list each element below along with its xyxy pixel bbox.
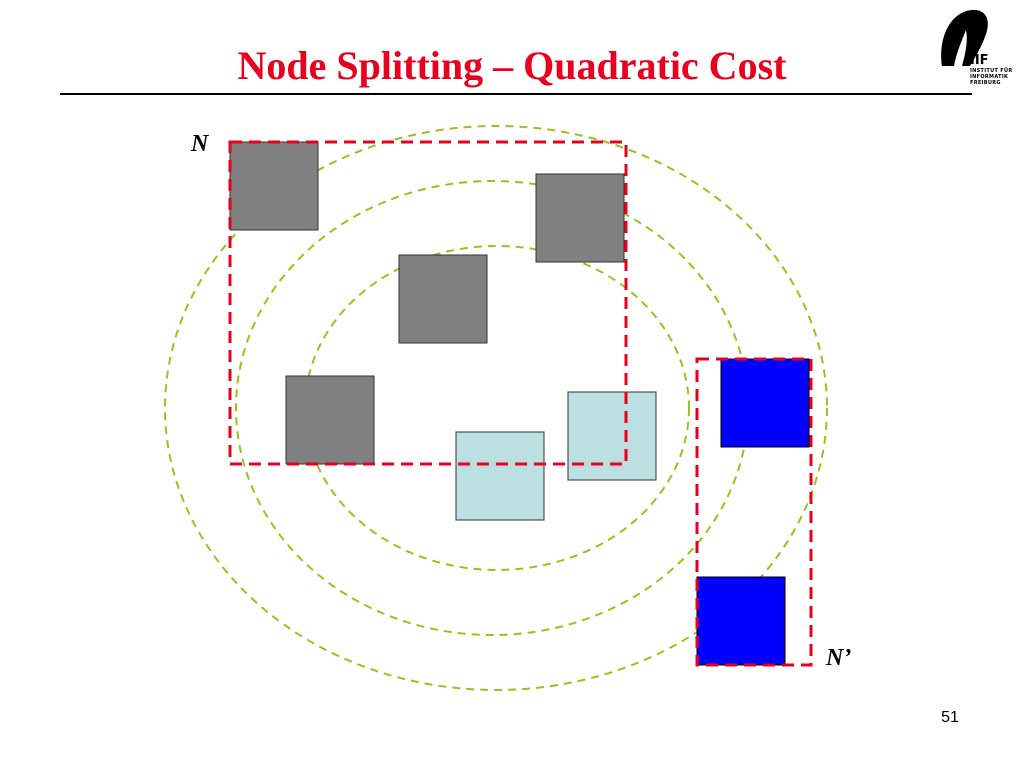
bounding-box-n-prime (695, 357, 813, 667)
iif-logo-icon (941, 9, 988, 67)
logo-line-1: INSTITUT FÜR (970, 68, 1013, 74)
rectangles (229, 141, 810, 666)
inner-circle (304, 245, 690, 571)
label-node-n: N (191, 131, 209, 157)
blue-rect-2 (696, 576, 786, 666)
bounding-boxes (228, 140, 813, 667)
light-rect-1 (567, 391, 657, 481)
bounding-box-n (228, 140, 628, 466)
gray-rect-1 (229, 141, 319, 231)
slide-title: Node Splitting – Quadratic Cost (237, 43, 787, 88)
logo-line-2: INFORMATIK (970, 74, 1009, 80)
page-number: 51 (941, 709, 959, 726)
gray-rect-2 (535, 173, 625, 263)
gray-rect-4 (285, 375, 375, 465)
gray-rect-3 (398, 254, 488, 344)
light-rect-2 (455, 431, 545, 521)
blue-rect-1 (720, 358, 810, 448)
logo-abbreviation: IIF (970, 53, 989, 68)
title-divider (60, 93, 972, 95)
label-node-n-prime: N’ (826, 645, 852, 671)
outer-circle (164, 125, 828, 691)
logo-subtitle: INSTITUT FÜR INFORMATIK FREIBURG (970, 68, 1012, 86)
logo-line-3: FREIBURG (970, 80, 1001, 86)
